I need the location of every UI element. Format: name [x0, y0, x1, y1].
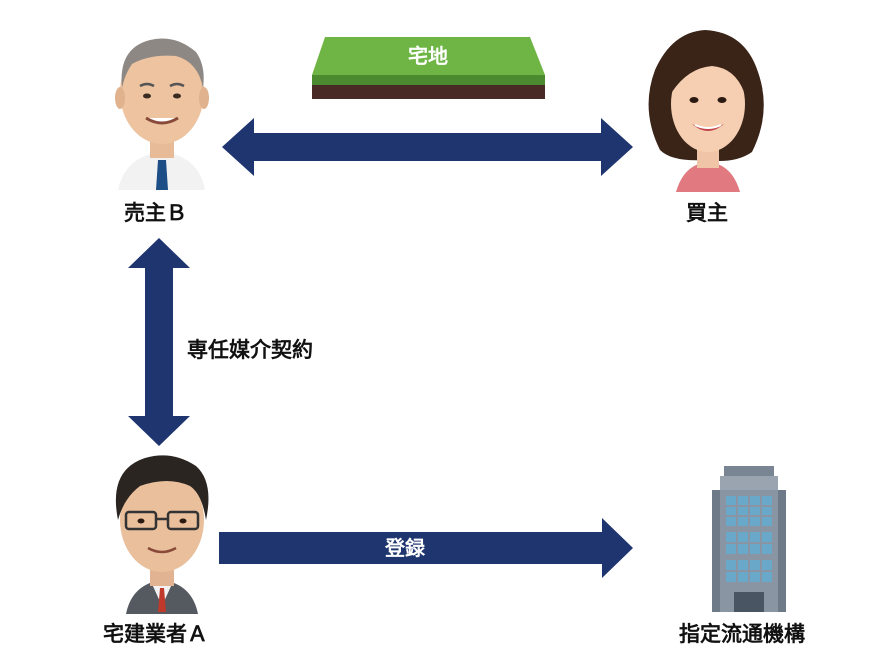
office-building-icon: [712, 466, 786, 612]
land-label: 宅地: [408, 44, 448, 68]
broker-avatar-icon: [115, 455, 209, 614]
seller-avatar-icon: [115, 38, 209, 190]
buyer-avatar-icon: [648, 30, 764, 192]
organization-label: 指定流通機構: [679, 622, 805, 646]
contract-label: 専任媒介契約: [187, 338, 313, 362]
contract-double-arrow: [128, 238, 190, 446]
registration-arrow: [219, 518, 633, 578]
land-icon: [312, 37, 545, 99]
seller-buyer-double-arrow: [222, 118, 633, 176]
buyer-label: 買主: [686, 201, 728, 225]
seller-label: 売主Ｂ: [124, 201, 187, 225]
broker-label: 宅建業者Ａ: [103, 622, 208, 646]
registration-label: 登録: [384, 536, 426, 560]
